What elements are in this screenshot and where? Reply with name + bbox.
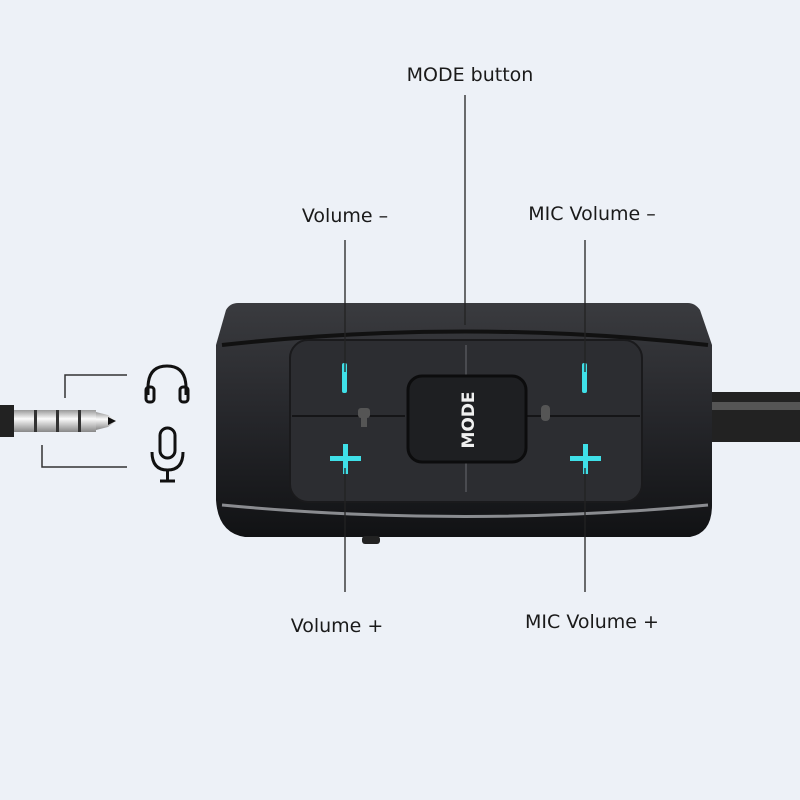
- volume-minus-label: Volume –: [301, 205, 389, 227]
- mode-key-text: MODE: [459, 391, 479, 448]
- volume-plus-label: Volume +: [290, 615, 384, 637]
- cable: [705, 392, 800, 442]
- mode-button-label: MODE button: [406, 64, 534, 86]
- headphones-icon: [144, 364, 190, 404]
- leader-lines: [344, 95, 586, 592]
- mic-volume-minus-label: MIC Volume –: [528, 203, 656, 225]
- volume-minus-button[interactable]: [342, 363, 347, 393]
- mode-button[interactable]: MODE: [406, 374, 528, 464]
- volume-plus-button[interactable]: [330, 444, 361, 474]
- mic-small-icon: [541, 405, 550, 421]
- jack-brackets: [41, 374, 127, 468]
- mic-volume-plus-label: MIC Volume +: [525, 611, 659, 633]
- speaker-icon: [358, 408, 370, 427]
- audio-jack-plug: [0, 405, 116, 437]
- mic-volume-minus-button[interactable]: [582, 363, 587, 393]
- mic-volume-plus-button[interactable]: [570, 444, 601, 474]
- microphone-icon: [150, 426, 185, 483]
